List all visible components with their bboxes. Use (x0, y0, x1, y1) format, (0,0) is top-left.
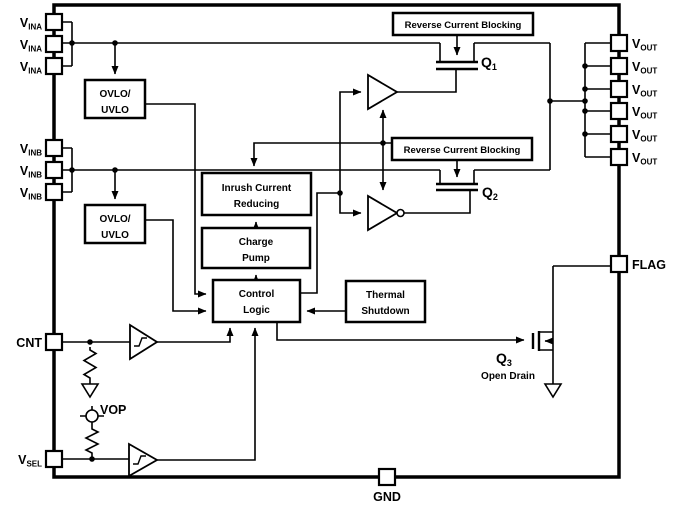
pin-vout-3 (609, 79, 629, 99)
vsel-pullup-resistor (84, 427, 100, 459)
pin-vout-2 (609, 56, 629, 76)
pin-vout-4 (609, 101, 629, 121)
pin-vinb-3 (44, 182, 64, 202)
wire-q3-flag-net (539, 265, 611, 399)
pin-labels-left: VINA VINA VINA VINB VINB VINB CNT VSEL (16, 16, 42, 469)
wire-ovlo-b-to-control (145, 219, 207, 315)
label-vout-6: VOUT (632, 151, 657, 167)
label-q3-open-drain: Open Drain (481, 371, 535, 382)
label-q3: Q3 (496, 350, 512, 368)
label-vout-1: VOUT (632, 37, 657, 53)
chip-border (52, 3, 621, 479)
cnt-pulldown-resistor (82, 347, 98, 384)
pin-vout-6 (609, 147, 629, 167)
pin-vsel (44, 449, 64, 469)
wire-cnt-net (60, 327, 234, 399)
block-label: Charge (239, 237, 274, 248)
block-thermal-shutdown: Thermal Shutdown (344, 279, 427, 324)
label-vout-4: VOUT (632, 105, 657, 121)
ground-symbol-q3 (543, 383, 563, 399)
q2-gate-inverter (367, 194, 405, 232)
wire-inrush-feed (250, 109, 392, 191)
wire-ovlo-a-to-control (145, 103, 207, 298)
q1-mosfet (397, 35, 478, 93)
pin-gnd (377, 467, 397, 487)
label-vina-1: VINA (20, 16, 42, 32)
pin-vout-1 (609, 33, 629, 53)
label-vinb-1: VINB (20, 142, 42, 158)
label-flag: FLAG (632, 258, 666, 272)
wire-vina-net (60, 21, 440, 75)
label-vout-3: VOUT (632, 83, 657, 99)
block-rcb-bottom-label: Reverse Current Blocking (404, 145, 521, 156)
q1-gate-buffer (367, 73, 399, 111)
wire-control-to-gatedrivers (300, 88, 362, 294)
block-label: OVLO/ (99, 89, 130, 100)
hysteresis-icon (134, 337, 147, 347)
block-rcb-top: Reverse Current Blocking (391, 11, 535, 37)
block-label: UVLO (101, 105, 129, 116)
pin-cnt (44, 332, 64, 352)
label-vsel: VSEL (18, 453, 42, 469)
block-label: Control (239, 289, 275, 300)
pin-vina-1 (44, 12, 64, 32)
block-label: Thermal (366, 290, 405, 301)
wire-vinb-net (60, 147, 440, 200)
label-gnd: GND (373, 490, 401, 504)
ground-symbol-cnt (80, 383, 100, 399)
pin-vout-5 (609, 124, 629, 144)
label-vina-2: VINA (20, 38, 42, 54)
label-cnt: CNT (16, 336, 42, 350)
block-ovlo-uvlo-a: OVLO/ UVLO (83, 78, 147, 120)
inverter-bubble (396, 208, 405, 218)
pins-left (44, 12, 64, 469)
pin-vinb-2 (44, 160, 64, 180)
block-label: Shutdown (361, 306, 409, 317)
pin-labels-right: VOUT VOUT VOUT VOUT VOUT VOUT FLAG (632, 37, 666, 272)
block-label: Inrush Current (222, 183, 292, 194)
pin-vina-3 (44, 56, 64, 76)
block-label: Reducing (234, 199, 280, 210)
label-vop: VOP (100, 403, 126, 417)
block-inrush-current-reducing: Inrush Current Reducing (200, 171, 313, 217)
hysteresis-icon (133, 455, 146, 465)
block-label: OVLO/ (99, 214, 130, 225)
pin-vinb-1 (44, 138, 64, 158)
block-rcb-bottom: Reverse Current Blocking (390, 136, 534, 162)
pins-right (609, 33, 629, 274)
pin-flag (609, 254, 629, 274)
label-q2: Q2 (482, 184, 498, 202)
block-label: Pump (242, 253, 270, 264)
label-vina-3: VINA (20, 60, 42, 76)
q3-mosfet (531, 331, 541, 351)
vsel-schmitt-buffer (128, 442, 159, 478)
vop-source-icon (85, 409, 99, 423)
label-vout-5: VOUT (632, 128, 657, 144)
label-vout-2: VOUT (632, 60, 657, 76)
label-vinb-3: VINB (20, 186, 42, 202)
cnt-schmitt-buffer (129, 323, 159, 361)
block-ovlo-uvlo-b: OVLO/ UVLO (83, 203, 147, 245)
block-rcb-top-label: Reverse Current Blocking (405, 20, 522, 31)
block-label: UVLO (101, 230, 129, 241)
junction-dots (69, 40, 588, 462)
label-vinb-2: VINB (20, 164, 42, 180)
q2-mosfet (404, 160, 478, 214)
block-charge-pump: Charge Pump (200, 226, 312, 270)
pin-vina-2 (44, 34, 64, 54)
wire-control-to-q3 (276, 322, 525, 344)
block-control-logic: Control Logic (211, 278, 302, 324)
block-label: Logic (243, 305, 270, 316)
label-q1: Q1 (481, 54, 497, 72)
